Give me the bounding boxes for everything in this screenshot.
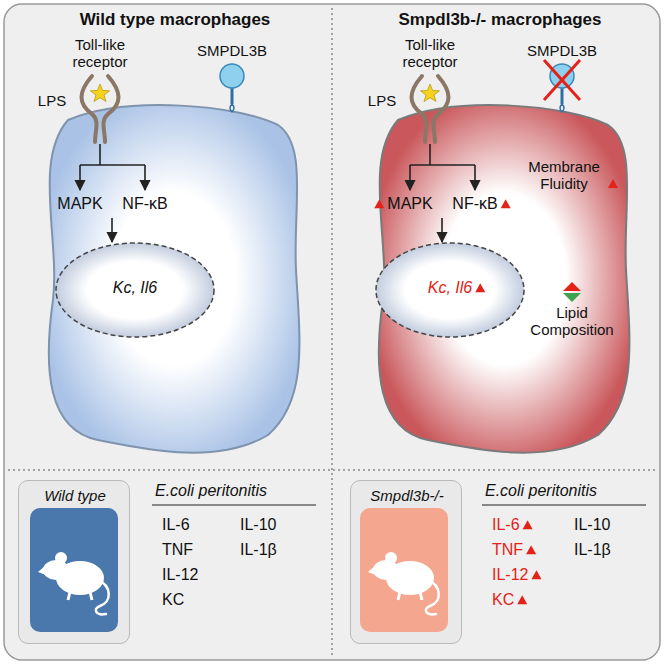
signal-line: [429, 144, 431, 165]
protein-label: SMPDL3B: [197, 42, 267, 59]
increase-triangle: [501, 199, 511, 208]
signal-line: [80, 164, 145, 166]
increase-triangle: [517, 595, 527, 604]
increase-triangle: [526, 545, 536, 554]
smpdl3b-protein: [550, 64, 574, 88]
node-text: Kc, Il6: [113, 279, 157, 297]
signal-arrow: [474, 165, 476, 190]
nucleus: Kc, Il6: [55, 242, 215, 338]
cytokine: IL-1β: [240, 541, 277, 559]
macrophage-cell: MAPK NF-κB Kc, Il6: [38, 100, 303, 455]
increase-triangle: [374, 199, 384, 208]
mouse-head: [373, 560, 399, 580]
cytokine: KC: [492, 591, 514, 609]
mouse-icon: [30, 508, 118, 632]
knockout-cross: [544, 60, 580, 100]
increase-triangle: [475, 283, 485, 292]
cytokine: IL-1β: [574, 541, 611, 559]
cell-membrane: [49, 105, 300, 453]
signal-arrow: [409, 165, 411, 190]
mouse-leg: [68, 592, 70, 600]
node-text: Membrane Fluidity: [523, 158, 605, 193]
mouse-tile: [30, 508, 118, 632]
protein-label: SMPDL3B: [527, 42, 597, 59]
node-text: NF-κB: [452, 195, 497, 213]
mouse-leg: [420, 592, 422, 600]
mouse-snout: [38, 566, 46, 575]
cytokine: IL-6: [162, 516, 190, 534]
mouse-tile: [360, 508, 448, 632]
lipid-diamond: [563, 293, 581, 302]
signal-arrow: [144, 165, 146, 190]
macrophage-cell: Membrane FluidityMAPK NF-κB Lipid Composit…: [368, 100, 633, 455]
cytokine: IL-10: [574, 516, 610, 534]
signal-arrow: [111, 218, 113, 242]
node-text: NF-κB: [122, 195, 167, 213]
heading-rule: [152, 504, 316, 505]
node-text: Wild type: [44, 487, 106, 504]
lps-star: [91, 84, 110, 102]
receptor-label: Toll-like receptor: [390, 36, 470, 71]
cytokine: TNF: [162, 541, 193, 559]
node-text: Smpdl3b-/-: [370, 487, 443, 504]
panel-title: Smpdl3b-/- macrophages: [398, 10, 601, 30]
heading-rule: [482, 504, 646, 505]
node-text: Lipid Composition: [526, 304, 618, 339]
cytokine: IL-12: [162, 566, 198, 584]
panel-title: Wild type macrophages: [80, 10, 271, 30]
gpi-anchor: [230, 104, 234, 112]
mouse-icon: [360, 508, 448, 632]
receptor-arc: [103, 76, 118, 142]
smpdl3b-protein: [220, 64, 244, 88]
model-heading: E.coli peritonitis: [485, 482, 597, 500]
signal-arrow: [79, 165, 81, 190]
mouse-ear: [55, 552, 67, 564]
gpi-anchor: [231, 88, 234, 104]
receptor-arc: [412, 76, 427, 142]
node-text: MAPK: [387, 195, 432, 213]
ligand-label: LPS: [38, 92, 66, 109]
cytokine: KC: [162, 591, 184, 609]
increase-triangle: [608, 179, 618, 188]
cytokine: IL-10: [240, 516, 276, 534]
mouse-snout: [368, 566, 376, 575]
lipid-diamond: [563, 282, 581, 291]
nucleus-outline: [56, 243, 214, 337]
signal-line: [99, 144, 101, 165]
mouse-leg: [398, 592, 400, 600]
ligand-label: LPS: [368, 92, 396, 109]
mouse-head: [43, 560, 69, 580]
nucleus-outline: [376, 243, 524, 337]
cytokine: TNF: [492, 541, 523, 559]
node-text: MAPK: [57, 195, 102, 213]
signal-arrow: [441, 218, 443, 242]
lps-star: [421, 84, 440, 102]
signal-line: [410, 164, 475, 166]
mouse-leg: [90, 592, 92, 600]
receptor-arc: [433, 76, 448, 142]
receptor-arc: [82, 76, 97, 142]
node-text: Kc, Il6: [428, 279, 472, 297]
increase-triangle: [531, 570, 541, 579]
model-heading: E.coli peritonitis: [155, 482, 267, 500]
cytokine: IL-12: [492, 566, 528, 584]
gpi-anchor: [560, 104, 564, 112]
gpi-anchor: [561, 88, 564, 104]
nucleus: Kc, Il6: [375, 242, 525, 338]
knockout-cross: [544, 60, 580, 100]
mouse-ear: [385, 552, 397, 564]
cytokine: IL-6: [492, 516, 520, 534]
increase-triangle: [523, 520, 533, 529]
receptor-label: Toll-like receptor: [60, 36, 140, 71]
